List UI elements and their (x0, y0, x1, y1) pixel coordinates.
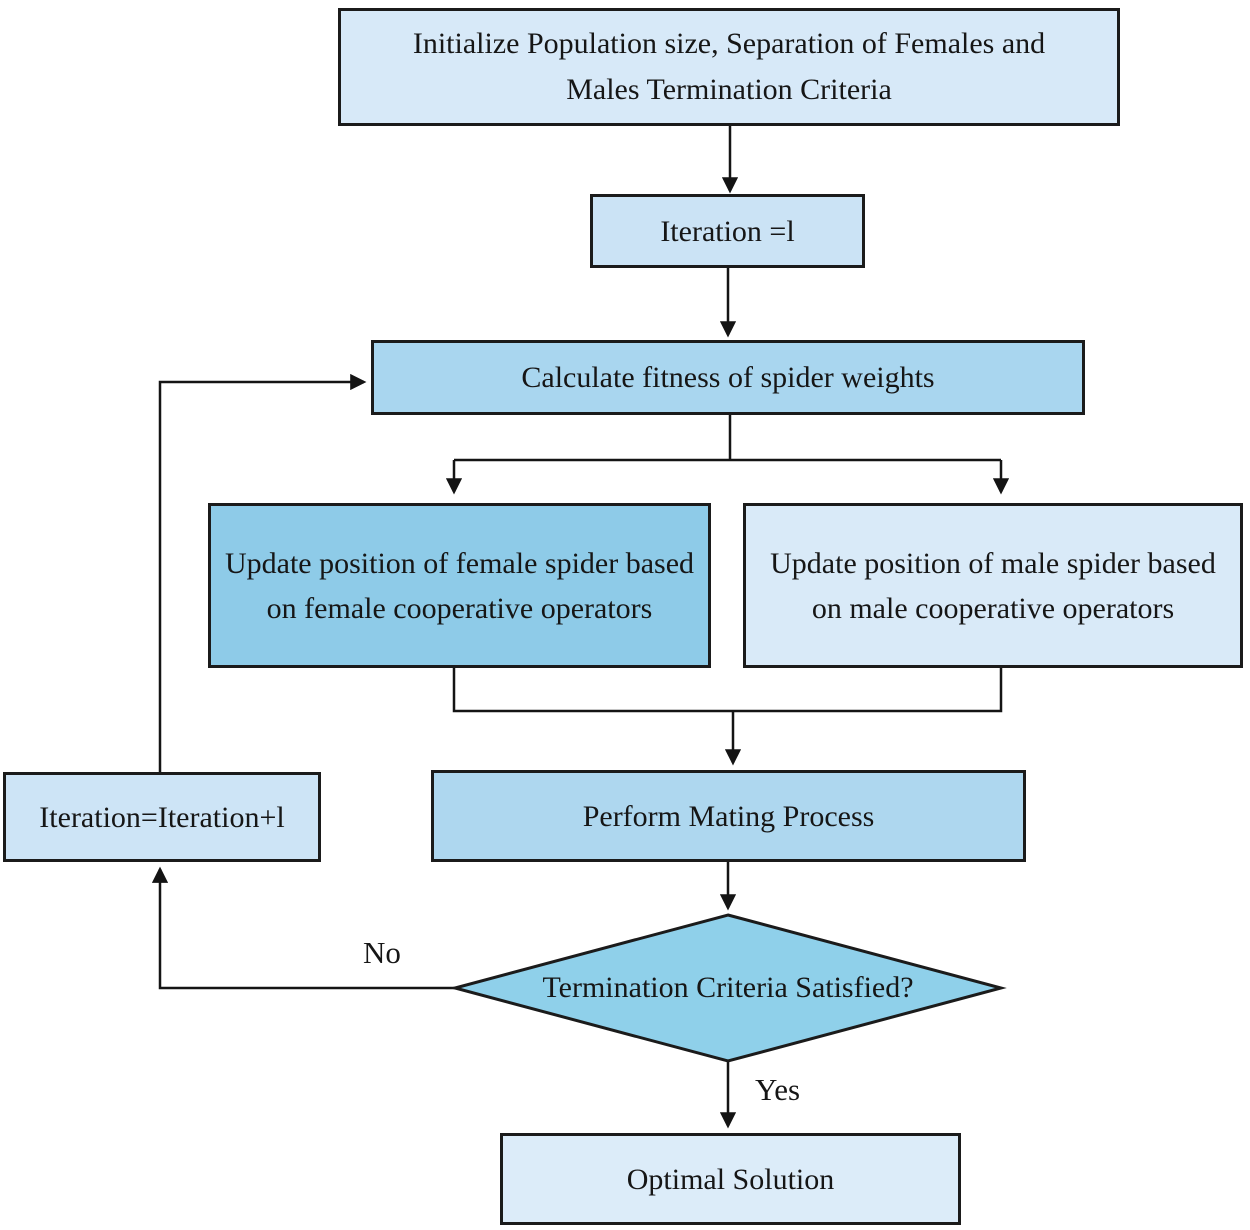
node-iteration-increment: Iteration=Iteration+l (3, 772, 321, 862)
termination-decision-diamond (449, 913, 1007, 1063)
node-initialize-population: Initialize Population size, Separation o… (338, 8, 1120, 126)
node-termination-criteria: Termination Criteria Satisfied? (528, 930, 928, 1046)
node-optimal-solution-label: Optimal Solution (626, 1162, 835, 1196)
edge-iterinc-to-calc (158, 373, 367, 772)
node-perform-mating-label: Perform Mating Process (582, 799, 875, 833)
node-iteration-init: Iteration =l (590, 194, 865, 268)
node-initialize-population-label: Initialize Population size, Separation o… (412, 26, 1046, 107)
edge-merge-horizontal (452, 668, 1003, 713)
node-perform-mating: Perform Mating Process (431, 770, 1026, 862)
node-calculate-fitness: Calculate fitness of spider weights (371, 340, 1085, 415)
node-iteration-init-label: Iteration =l (660, 214, 795, 248)
node-update-male-spider-label: Update position of male spider based on … (770, 546, 1216, 625)
edge-termination-no (151, 866, 455, 990)
node-termination-criteria-label: Termination Criteria Satisfied? (542, 971, 914, 1005)
node-optimal-solution: Optimal Solution (500, 1133, 961, 1225)
node-update-female-spider: Update position of female spider based o… (208, 503, 711, 668)
node-iteration-increment-label: Iteration=Iteration+l (39, 800, 285, 834)
node-calculate-fitness-label: Calculate fitness of spider weights (521, 361, 935, 394)
node-update-male-spider: Update position of male spider based on … (743, 503, 1243, 668)
edge-label-no: No (363, 935, 401, 970)
node-update-female-spider-label: Update position of female spider based o… (224, 546, 695, 625)
edge-label-yes: Yes (755, 1072, 801, 1107)
